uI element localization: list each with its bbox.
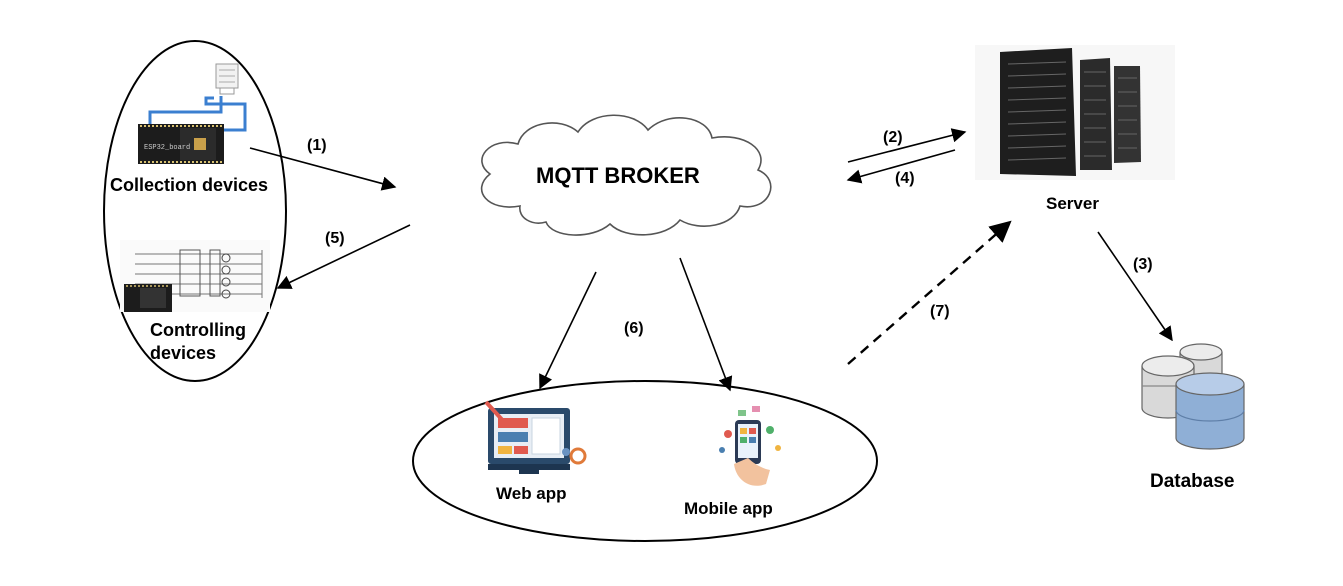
arrow-step-7 [847,220,1012,365]
board-label: ESP32_board [144,144,190,152]
collection-devices-label: Collection devices [110,175,269,195]
arrow-step-5 [276,224,411,289]
controlling-devices-label-line2: devices [150,343,217,363]
step-2-label: (2) [883,129,903,146]
arrow-step-1 [249,147,397,191]
step-5-label: (5) [325,230,345,247]
sensor-board-icon: ESP32_board [138,63,247,164]
server-label: Server [1046,194,1099,213]
apps-group-ellipse [412,380,878,542]
step-7-label: (7) [930,303,950,320]
database-label: Database [1150,471,1235,492]
controlling-devices-label-line1: Controlling [150,320,246,340]
mobile-app-label: Mobile app [684,499,773,518]
cloud-icon [480,114,772,236]
broker-label: MQTT BROKER [536,163,700,188]
arrow-step-4 [846,149,956,184]
step-3-label: (3) [1133,256,1153,273]
database-icon [1141,343,1245,450]
server-rack-icon [975,45,1175,180]
web-app-icon [484,400,587,474]
arrow-step-6-web [539,271,597,390]
devices-group-ellipse [103,40,287,382]
step-1-label: (1) [307,137,327,154]
arrow-step-2 [847,128,967,163]
arrow-step-6-mobile [679,257,733,392]
step-6-label: (6) [624,320,644,337]
arrow-step-3 [1097,231,1173,342]
step-4-label: (4) [895,170,915,187]
relay-circuit-icon [120,240,270,312]
mobile-app-icon [719,406,781,486]
web-app-label: Web app [496,484,567,503]
